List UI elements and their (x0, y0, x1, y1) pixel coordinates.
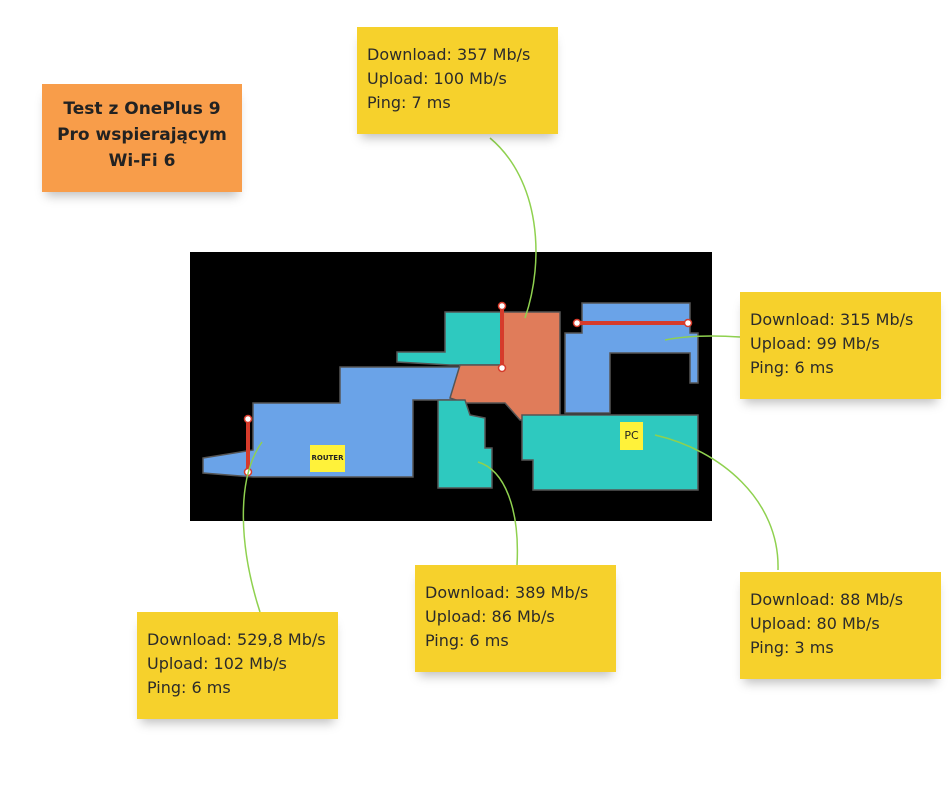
upload-text: Upload: 80 Mb/s (750, 614, 880, 633)
ping-text: Ping: 6 ms (147, 678, 231, 697)
title-line: Pro wspierającym (57, 125, 227, 145)
ping-text: Ping: 3 ms (750, 638, 834, 657)
connector-pc (654, 434, 779, 571)
connector-right (664, 335, 741, 341)
router-label: ROUTER (310, 445, 345, 472)
connector-middle (477, 461, 519, 566)
title-note[interactable]: Test z OnePlus 9 Pro wspierającym Wi-Fi … (42, 84, 242, 192)
room-blue-right (564, 302, 699, 414)
ping-text: Ping: 7 ms (367, 93, 451, 112)
connector-top (489, 137, 537, 319)
speed-note-right[interactable]: Download: 315 Mb/s Upload: 99 Mb/s Ping:… (740, 292, 941, 399)
upload-text: Upload: 99 Mb/s (750, 334, 880, 353)
download-text: Download: 389 Mb/s (425, 583, 589, 602)
download-text: Download: 88 Mb/s (750, 590, 904, 609)
speed-note-top[interactable]: Download: 357 Mb/s Upload: 100 Mb/s Ping… (357, 27, 558, 134)
upload-text: Upload: 100 Mb/s (367, 69, 507, 88)
download-text: Download: 315 Mb/s (750, 310, 914, 329)
floor-plan-drawing (202, 301, 699, 491)
upload-text: Upload: 102 Mb/s (147, 654, 287, 673)
ping-text: Ping: 6 ms (750, 358, 834, 377)
download-text: Download: 357 Mb/s (367, 45, 531, 64)
speed-note-router[interactable]: Download: 529,8 Mb/s Upload: 102 Mb/s Pi… (137, 612, 338, 719)
room-teal-middle (437, 399, 493, 489)
room-teal-right (521, 414, 699, 491)
speed-note-pc[interactable]: Download: 88 Mb/s Upload: 80 Mb/s Ping: … (740, 572, 941, 679)
connector-router (242, 441, 263, 613)
upload-text: Upload: 86 Mb/s (425, 607, 555, 626)
title-line: Test z OnePlus 9 (63, 99, 221, 119)
floor-plan-map: ROUTER PC (190, 252, 712, 521)
speed-note-middle[interactable]: Download: 389 Mb/s Upload: 86 Mb/s Ping:… (415, 565, 616, 672)
ping-text: Ping: 6 ms (425, 631, 509, 650)
title-line: Wi-Fi 6 (108, 151, 176, 171)
download-text: Download: 529,8 Mb/s (147, 630, 326, 649)
pc-label: PC (620, 422, 643, 450)
